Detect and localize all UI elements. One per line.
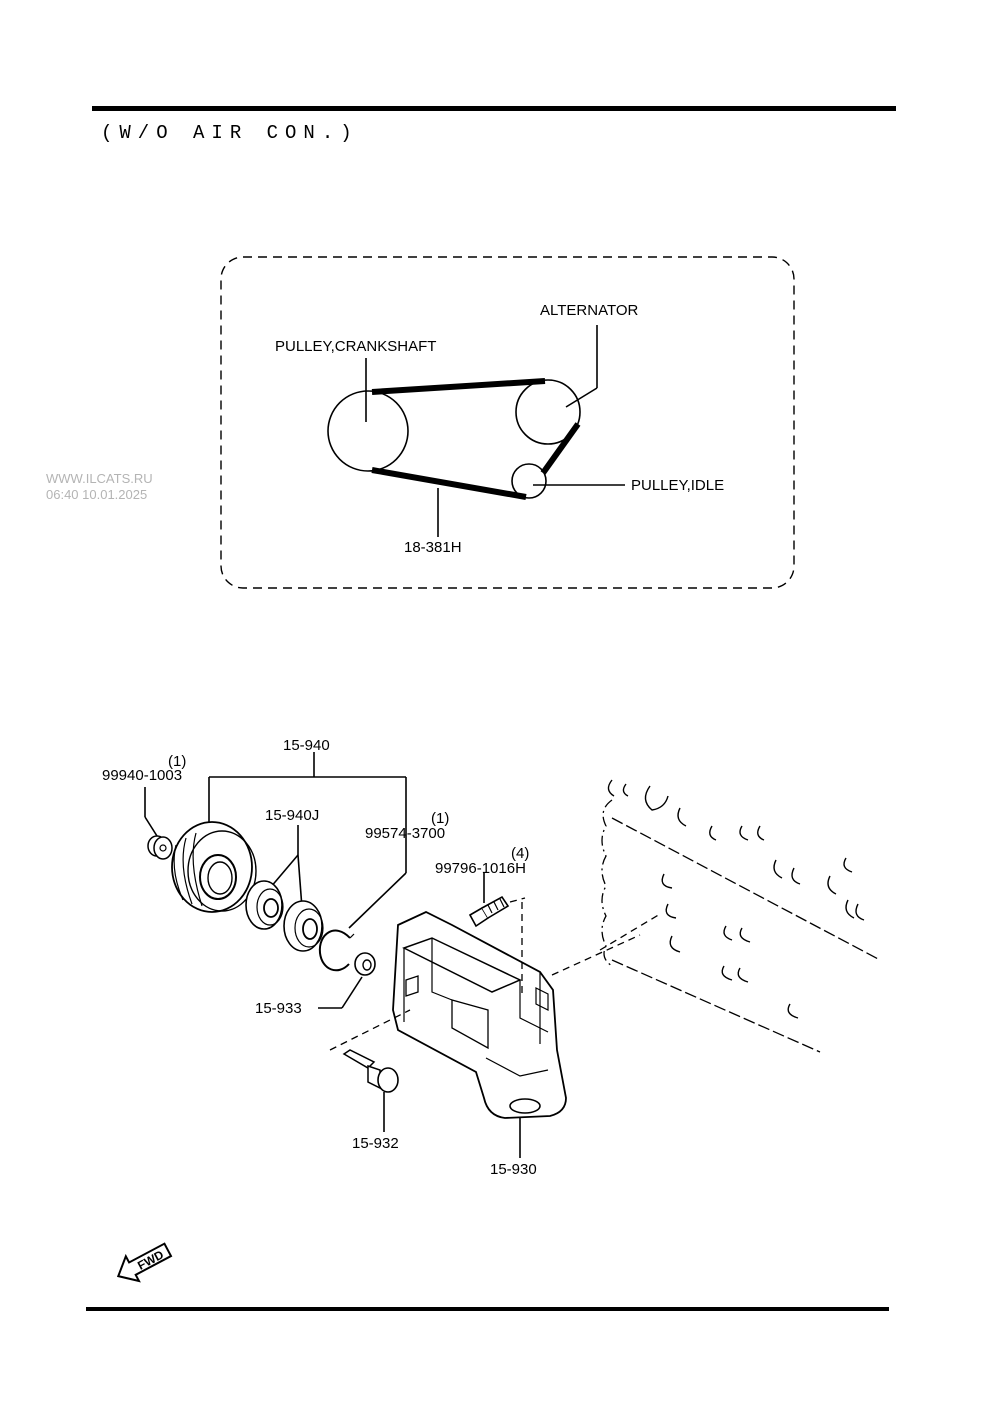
pivot-shaft bbox=[342, 1049, 399, 1093]
idler-pulley bbox=[171, 821, 257, 913]
fwd-arrow-icon: FWD bbox=[116, 1242, 173, 1283]
crankshaft-pulley-label: PULLEY,CRANKSHAFT bbox=[275, 338, 436, 355]
belt-part-label: 18-381H bbox=[404, 539, 462, 556]
belt-layout-diagram: ALTERNATOR PULLEY,CRANKSHAFT PULLEY,IDLE… bbox=[220, 256, 795, 589]
bolt-label: 99796-1016H bbox=[435, 860, 526, 877]
idle-pulley bbox=[511, 463, 547, 499]
snap-ring-qty-label: (1) bbox=[431, 810, 449, 827]
engine-block-outline bbox=[601, 779, 881, 1053]
bolt-qty-label: (4) bbox=[511, 845, 529, 862]
watermark-site: WWW.ILCATS.RU bbox=[46, 471, 153, 486]
idle-pulley-label: PULLEY,IDLE bbox=[631, 477, 724, 494]
shaft-label: 15-932 bbox=[352, 1135, 399, 1152]
bearing-1 bbox=[245, 880, 284, 930]
assy-15-940-label: 15-940 bbox=[283, 737, 330, 754]
crankshaft-pulley bbox=[327, 390, 409, 472]
top-rule bbox=[92, 106, 896, 111]
watermark-timestamp: 06:40 10.01.2025 bbox=[46, 487, 148, 502]
bearing-2 bbox=[283, 900, 324, 952]
nut-label: 99940-1003 bbox=[102, 767, 182, 784]
nut-qty-label: (1) bbox=[168, 753, 186, 770]
bottom-rule bbox=[86, 1307, 889, 1311]
exploded-parts-view: 15-940 15-940J (1) 99940-1003 (1) 99574-… bbox=[102, 737, 881, 1178]
snap-ring bbox=[318, 929, 351, 972]
bracket-label: 15-930 bbox=[490, 1161, 537, 1178]
mounting-bracket bbox=[392, 911, 567, 1119]
belt-diagram-frame bbox=[220, 256, 795, 589]
drive-belt bbox=[371, 378, 581, 500]
spacer bbox=[354, 952, 376, 976]
spacer-label: 15-933 bbox=[255, 1000, 302, 1017]
flange-nut bbox=[147, 835, 173, 860]
watermark: WWW.ILCATS.RU 06:40 10.01.2025 bbox=[46, 471, 153, 503]
alternator-label: ALTERNATOR bbox=[540, 302, 639, 319]
page-header: (W/O AIR CON.) bbox=[101, 122, 359, 144]
bolt bbox=[468, 895, 510, 928]
bearing-label: 15-940J bbox=[265, 807, 319, 824]
alternator-pulley bbox=[515, 379, 581, 445]
snap-ring-label: 99574-3700 bbox=[365, 825, 445, 842]
